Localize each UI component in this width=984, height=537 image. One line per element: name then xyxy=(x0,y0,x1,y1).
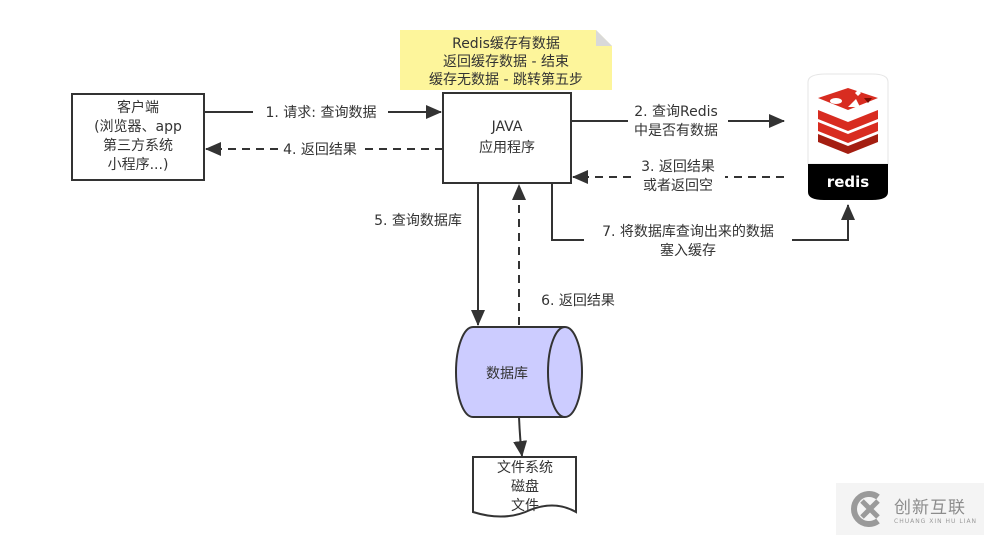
note-line: 返回缓存数据 - 结束 xyxy=(443,54,569,70)
database-label: 数据库 xyxy=(486,366,528,382)
redis-label-band xyxy=(808,164,888,200)
note-line: 缓存无数据 - 跳转第五步 xyxy=(429,71,583,88)
note-box: Redis缓存有数据 返回缓存数据 - 结束 缓存无数据 - 跳转第五步 xyxy=(400,30,612,90)
redis-node[interactable]: redis xyxy=(807,73,889,200)
client-label: 第三方系统 xyxy=(103,137,173,154)
edge-5-query-db[interactable]: 5. 查询数据库 xyxy=(374,183,485,326)
edge-label: 5. 查询数据库 xyxy=(374,213,462,229)
java-node[interactable]: JAVA 应用程序 xyxy=(442,92,572,184)
edge-label: 7. 将数据库查询出来的数据 xyxy=(602,224,774,240)
client-node[interactable]: 客户端 (浏览器、app 第三方系统 小程序...) xyxy=(71,93,205,181)
edge-7-fill-cache[interactable]: 7. 将数据库查询出来的数据 塞入缓存 xyxy=(551,183,855,259)
edge-4-return[interactable]: 4. 返回结果 xyxy=(205,142,443,158)
edge-2-query-redis[interactable]: 2. 查询Redis 中是否有数据 xyxy=(571,104,785,139)
edge-label: 3. 返回结果 xyxy=(641,159,715,175)
redis-label: redis xyxy=(827,173,869,191)
watermark: 创新互联 CHUANG XIN HU LIAN xyxy=(836,483,984,535)
edge-label: 1. 请求: 查询数据 xyxy=(266,105,377,121)
client-label: (浏览器、app xyxy=(94,119,182,135)
watermark-logo-icon xyxy=(851,491,880,527)
edge-label: 或者返回空 xyxy=(643,178,713,194)
edge-label: 6. 返回结果 xyxy=(541,293,615,309)
java-label: 应用程序 xyxy=(479,139,535,156)
filesystem-label: 文件系统 xyxy=(497,460,553,476)
edge-3-return-redis[interactable]: 3. 返回结果 或者返回空 xyxy=(572,159,784,194)
filesystem-node[interactable]: 文件系统 磁盘 文件 xyxy=(472,456,577,518)
database-node[interactable]: 数据库 xyxy=(455,326,583,418)
client-label: 小程序...) xyxy=(108,157,169,173)
edge-db-filesystem[interactable] xyxy=(513,416,528,457)
filesystem-label: 文件 xyxy=(511,498,539,514)
edge-label: 4. 返回结果 xyxy=(283,142,357,158)
watermark-sub: CHUANG XIN HU LIAN xyxy=(894,518,978,525)
edge-label: 中是否有数据 xyxy=(634,123,718,139)
edge-label: 塞入缓存 xyxy=(660,242,716,259)
edge-6-return-db[interactable]: 6. 返回结果 xyxy=(512,184,615,325)
client-label: 客户端 xyxy=(117,99,159,116)
edge-1-request[interactable]: 1. 请求: 查询数据 xyxy=(204,102,442,121)
java-label: JAVA xyxy=(491,119,523,135)
watermark-name: 创新互联 xyxy=(894,498,966,518)
redis-logo-icon xyxy=(818,88,878,154)
filesystem-label: 磁盘 xyxy=(511,478,539,495)
edge-label: 2. 查询Redis xyxy=(634,104,718,120)
note-line: Redis缓存有数据 xyxy=(452,36,560,52)
